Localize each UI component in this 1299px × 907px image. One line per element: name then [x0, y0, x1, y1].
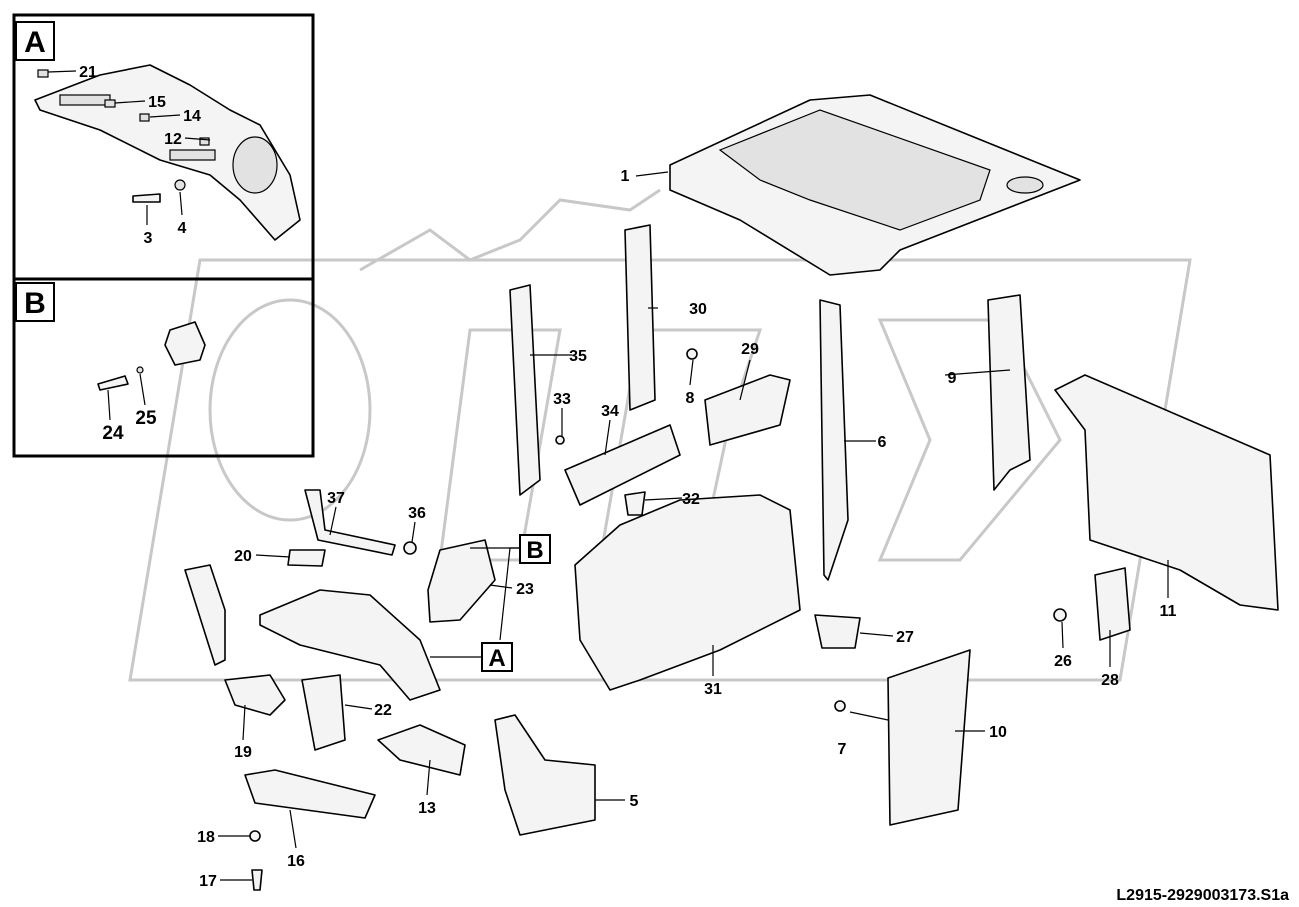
cup-32: [624, 491, 646, 516]
screw-8: [686, 348, 698, 360]
callout-21: 21: [79, 64, 97, 81]
callout-20: 20: [234, 548, 252, 565]
callout-23: 23: [516, 581, 534, 598]
view-a-marker: A: [488, 645, 505, 672]
cup-holder-27: [814, 614, 861, 649]
duct-22: [301, 674, 346, 751]
duct-13: [377, 724, 466, 776]
callout-4: 4: [178, 220, 187, 237]
callout-5: 5: [630, 793, 639, 810]
trim-strip-6: [819, 299, 849, 581]
callout-26: 26: [1054, 653, 1072, 670]
callout-31: 31: [704, 681, 722, 698]
callout-6: 6: [878, 434, 887, 451]
callout-8: 8: [686, 390, 695, 407]
callout-17: 17: [199, 873, 217, 890]
bracket-29: [704, 374, 791, 446]
screw-7: [834, 700, 846, 712]
view-b-marker-box: [519, 534, 551, 564]
callout-32: 32: [682, 491, 700, 508]
duct-37: [304, 489, 396, 556]
view-b-badge: [15, 282, 55, 322]
callout-34: 34: [601, 403, 619, 420]
callout-7: 7: [838, 741, 847, 758]
panel-10: [887, 649, 971, 826]
pillar-trim-30: [624, 224, 656, 411]
pillar-trim-9: [987, 294, 1031, 491]
callout-27: 27: [896, 629, 914, 646]
clip-26: [1053, 608, 1067, 622]
leader-lines: [47, 70, 1169, 881]
callout-10: 10: [989, 724, 1007, 741]
callout-29: 29: [741, 341, 759, 358]
callout-37: 37: [327, 490, 345, 507]
callout-labels: 1 3 4 5 6 7 8 9 10 11 12 13 14 15 16 17 …: [79, 64, 1176, 890]
callout-18: 18: [197, 829, 215, 846]
callout-33: 33: [553, 391, 571, 408]
tray-16: [244, 769, 376, 819]
duct-23: [427, 539, 496, 623]
view-a-letter: A: [24, 26, 46, 59]
callout-16: 16: [287, 853, 305, 870]
detail-view-b-frame: [12, 277, 315, 458]
callout-15: 15: [148, 94, 166, 111]
callout-11: 11: [1160, 603, 1177, 620]
view-a-marker-box: [481, 642, 513, 672]
clip-33: [555, 435, 565, 445]
pillar-trim-35: [509, 284, 541, 496]
quarter-trim-31: [574, 494, 801, 691]
callout-24: 24: [102, 423, 124, 444]
callout-35: 35: [569, 348, 587, 365]
detail-a-panel: [34, 64, 301, 241]
callout-3: 3: [144, 230, 153, 247]
callout-1: 1: [621, 168, 630, 185]
view-b-letter: B: [24, 287, 46, 320]
callout-13: 13: [418, 800, 436, 817]
trim-5: [494, 714, 596, 836]
callout-14: 14: [183, 108, 201, 125]
callout-9: 9: [948, 370, 957, 387]
dash-panel: [259, 589, 441, 701]
headliner-1: [669, 94, 1081, 276]
cover-28: [1094, 567, 1131, 641]
clip-36: [403, 541, 417, 555]
bracket-34: [564, 424, 681, 506]
detail-b-duct-end: [97, 321, 206, 391]
view-b-marker: B: [526, 537, 543, 564]
callout-25: 25: [135, 408, 157, 429]
callout-22: 22: [374, 702, 392, 719]
side-panel-11: [1054, 374, 1279, 611]
callout-12: 12: [164, 131, 182, 148]
view-a-badge: [15, 21, 55, 61]
callout-19: 19: [234, 744, 252, 761]
grille-20: [287, 549, 326, 567]
vent-19: [224, 674, 286, 716]
reference-code: L2915-2929003173.S1a: [1116, 887, 1289, 904]
duct-left: [184, 564, 226, 666]
washer-18: [249, 830, 261, 842]
callout-28: 28: [1101, 672, 1119, 689]
callout-30: 30: [689, 301, 707, 318]
screw-17: [251, 869, 263, 891]
callout-36: 36: [408, 505, 426, 522]
